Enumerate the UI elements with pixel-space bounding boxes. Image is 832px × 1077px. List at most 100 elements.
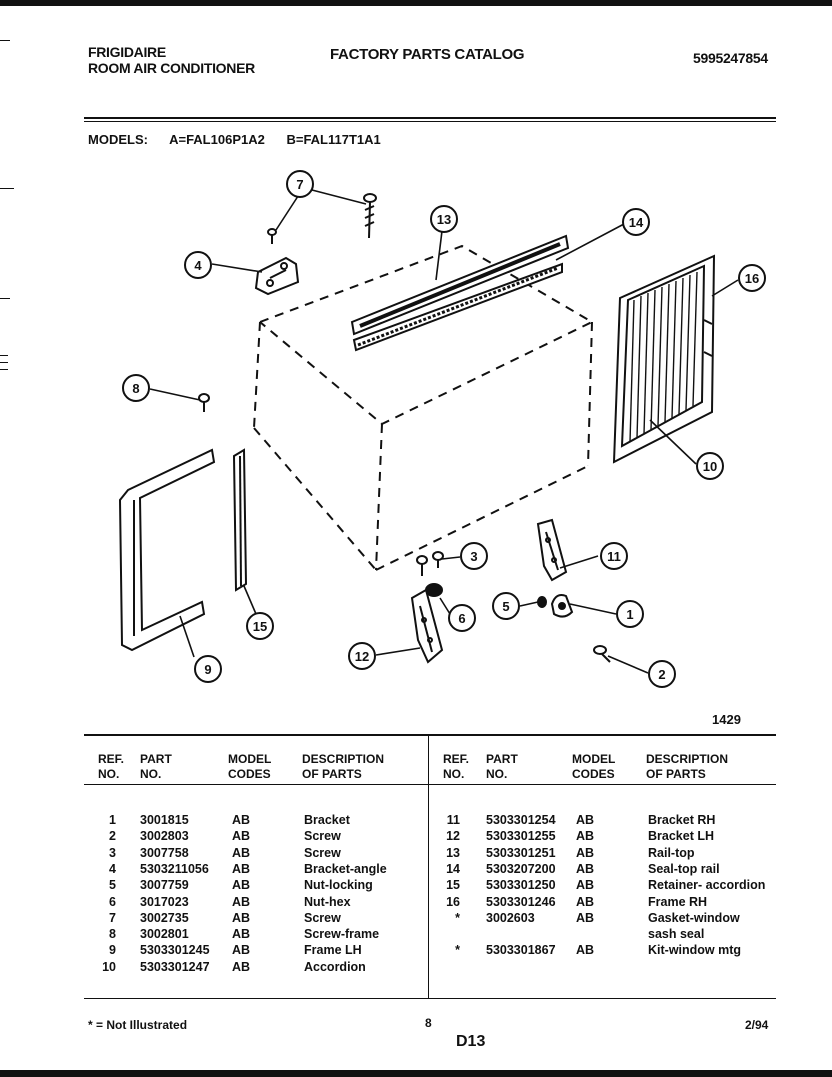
margin-mark [0,188,14,189]
table-cell-ref-no: 4 [109,861,116,876]
table-cell-model-codes: AB [232,943,251,958]
retainer-accordion-part [232,448,248,592]
page-number: 8 [425,1016,432,1030]
table-cell-part-no: 5303301250 [486,878,556,893]
table-cell-ref-no: 16 [446,894,460,909]
brand-name: FRIGIDAIRE [88,44,166,60]
callout-circles [122,170,766,688]
margin-mark [0,362,8,363]
table-cell-model-codes: AB [576,894,595,909]
table-cell-description: Bracket [304,813,350,827]
table-cell-part-no: 3002803 [140,829,189,844]
models-line: MODELS: A=FAL106P1A2 B=FAL117T1A1 [88,132,399,147]
screw-part-8 [198,393,210,412]
table-cell-ref-no: 9 [109,943,116,958]
accordion-part [629,271,698,443]
callout-16: 16 [745,271,759,286]
table-cell-description: Bracket RH [648,813,716,827]
table-cell-model-codes: AB [232,910,251,925]
table-cell-ref-no: 1 [109,813,116,827]
table-cell-ref-no: 2 [109,829,116,844]
table-cell-ref-no: 15 [446,878,460,893]
callout-6: 6 [458,611,465,626]
brand-header: FRIGIDAIRE ROOM AIR CONDITIONER [88,44,255,76]
table-cell-description: sash seal [648,927,705,942]
leader-lines [149,189,739,674]
table-cell-model-codes: AB [576,943,595,958]
table-cell-model-codes: AB [232,813,251,827]
frame-lh-part [118,448,216,652]
table-cell-model-codes: AB [232,845,251,860]
table-cell-model-codes: AB [232,894,251,909]
callout-1: 1 [626,607,633,622]
margin-mark [0,298,10,299]
table-cell-model-codes: AB [576,813,595,827]
section-code: D13 [456,1033,486,1050]
table-cell-part-no: 5303301251 [486,845,556,860]
table-cell-ref-no: * [455,910,460,925]
table-cell-model-codes: AB [232,959,251,974]
table-cell-description: Accordion [304,959,366,974]
table-cell-description: Frame LH [304,943,362,958]
product-line: ROOM AIR CONDITIONER [88,60,255,76]
table-cell-part-no: 5303301247 [140,959,210,974]
table-cell-model-codes: AB [232,861,251,876]
callout-7: 7 [296,177,303,192]
table-cell-ref-no: 14 [446,861,460,876]
screw-part-7b [267,228,277,244]
margin-mark [0,355,8,356]
table-cell-part-no: 5303301254 [486,813,556,827]
table-cell-description: Screw [304,845,341,860]
screw-part-3 [416,551,444,576]
seal-top-rail-part [352,262,563,352]
cabinet-outline [253,244,595,571]
bracket-angle-part [254,256,300,296]
table-cell-ref-no: 12 [446,829,460,844]
table-cell-part-no: 5303301245 [140,943,210,958]
screw-part-7a [363,193,377,239]
catalog-title: FACTORY PARTS CATALOG [330,46,525,63]
callout-10: 10 [703,459,717,474]
table-cell-part-no: 5303211056 [140,861,209,876]
figure-number: 1429 [712,712,741,727]
table-cell-description: Kit-window mtg [648,943,742,958]
rail-top-part [350,234,570,336]
table-top-rule [84,734,776,736]
table-cell-model-codes: AB [576,878,595,893]
bracket-rh-part [536,518,568,582]
table-cell-ref-no: * [455,943,460,958]
frame-rh-part [612,254,716,464]
margin-mark [0,40,10,41]
table-cell-part-no: 5303301246 [486,894,556,909]
footnote: * = Not Illustrated [88,1018,188,1032]
table-cell-part-no: 3002801 [140,927,189,942]
bracket-lh-part [410,588,444,664]
exploded-parts-diagram: 7 4 8 13 14 16 10 3 11 6 5 1 12 2 9 15 [118,170,766,688]
table-cell-part-no: 5303301867 [486,943,556,958]
callout-8: 8 [132,381,139,396]
model-b: B=FAL117T1A1 [286,132,381,147]
callout-12: 12 [355,649,369,664]
table-cell-description: Screw-frame [304,927,380,942]
nut-hex-part [425,583,443,597]
model-a: A=FAL106P1A2 [169,132,265,147]
table-cell-description: Nut-locking [304,878,373,893]
revision-date: 2/94 [745,1018,769,1032]
callout-15: 15 [253,619,267,634]
callout-3: 3 [470,549,477,564]
table-cell-description: Bracket-angle [304,861,387,876]
table-cell-part-no: 3002603 [486,910,535,925]
table-cell-description: Bracket LH [648,829,714,844]
callout-2: 2 [658,667,665,682]
table-cell-part-no: 3017023 [140,894,189,909]
table-cell-part-no: 3007759 [140,878,189,893]
table-cell-part-no: 3002735 [140,910,189,925]
header-ref-no: REF.NO. [98,752,125,781]
models-label: MODELS: [88,132,148,147]
table-cell-ref-no: 3 [109,845,116,860]
table-cell-model-codes: AB [232,829,251,844]
table-cell-part-no: 5303301255 [486,829,556,844]
table-column-divider [428,736,429,998]
